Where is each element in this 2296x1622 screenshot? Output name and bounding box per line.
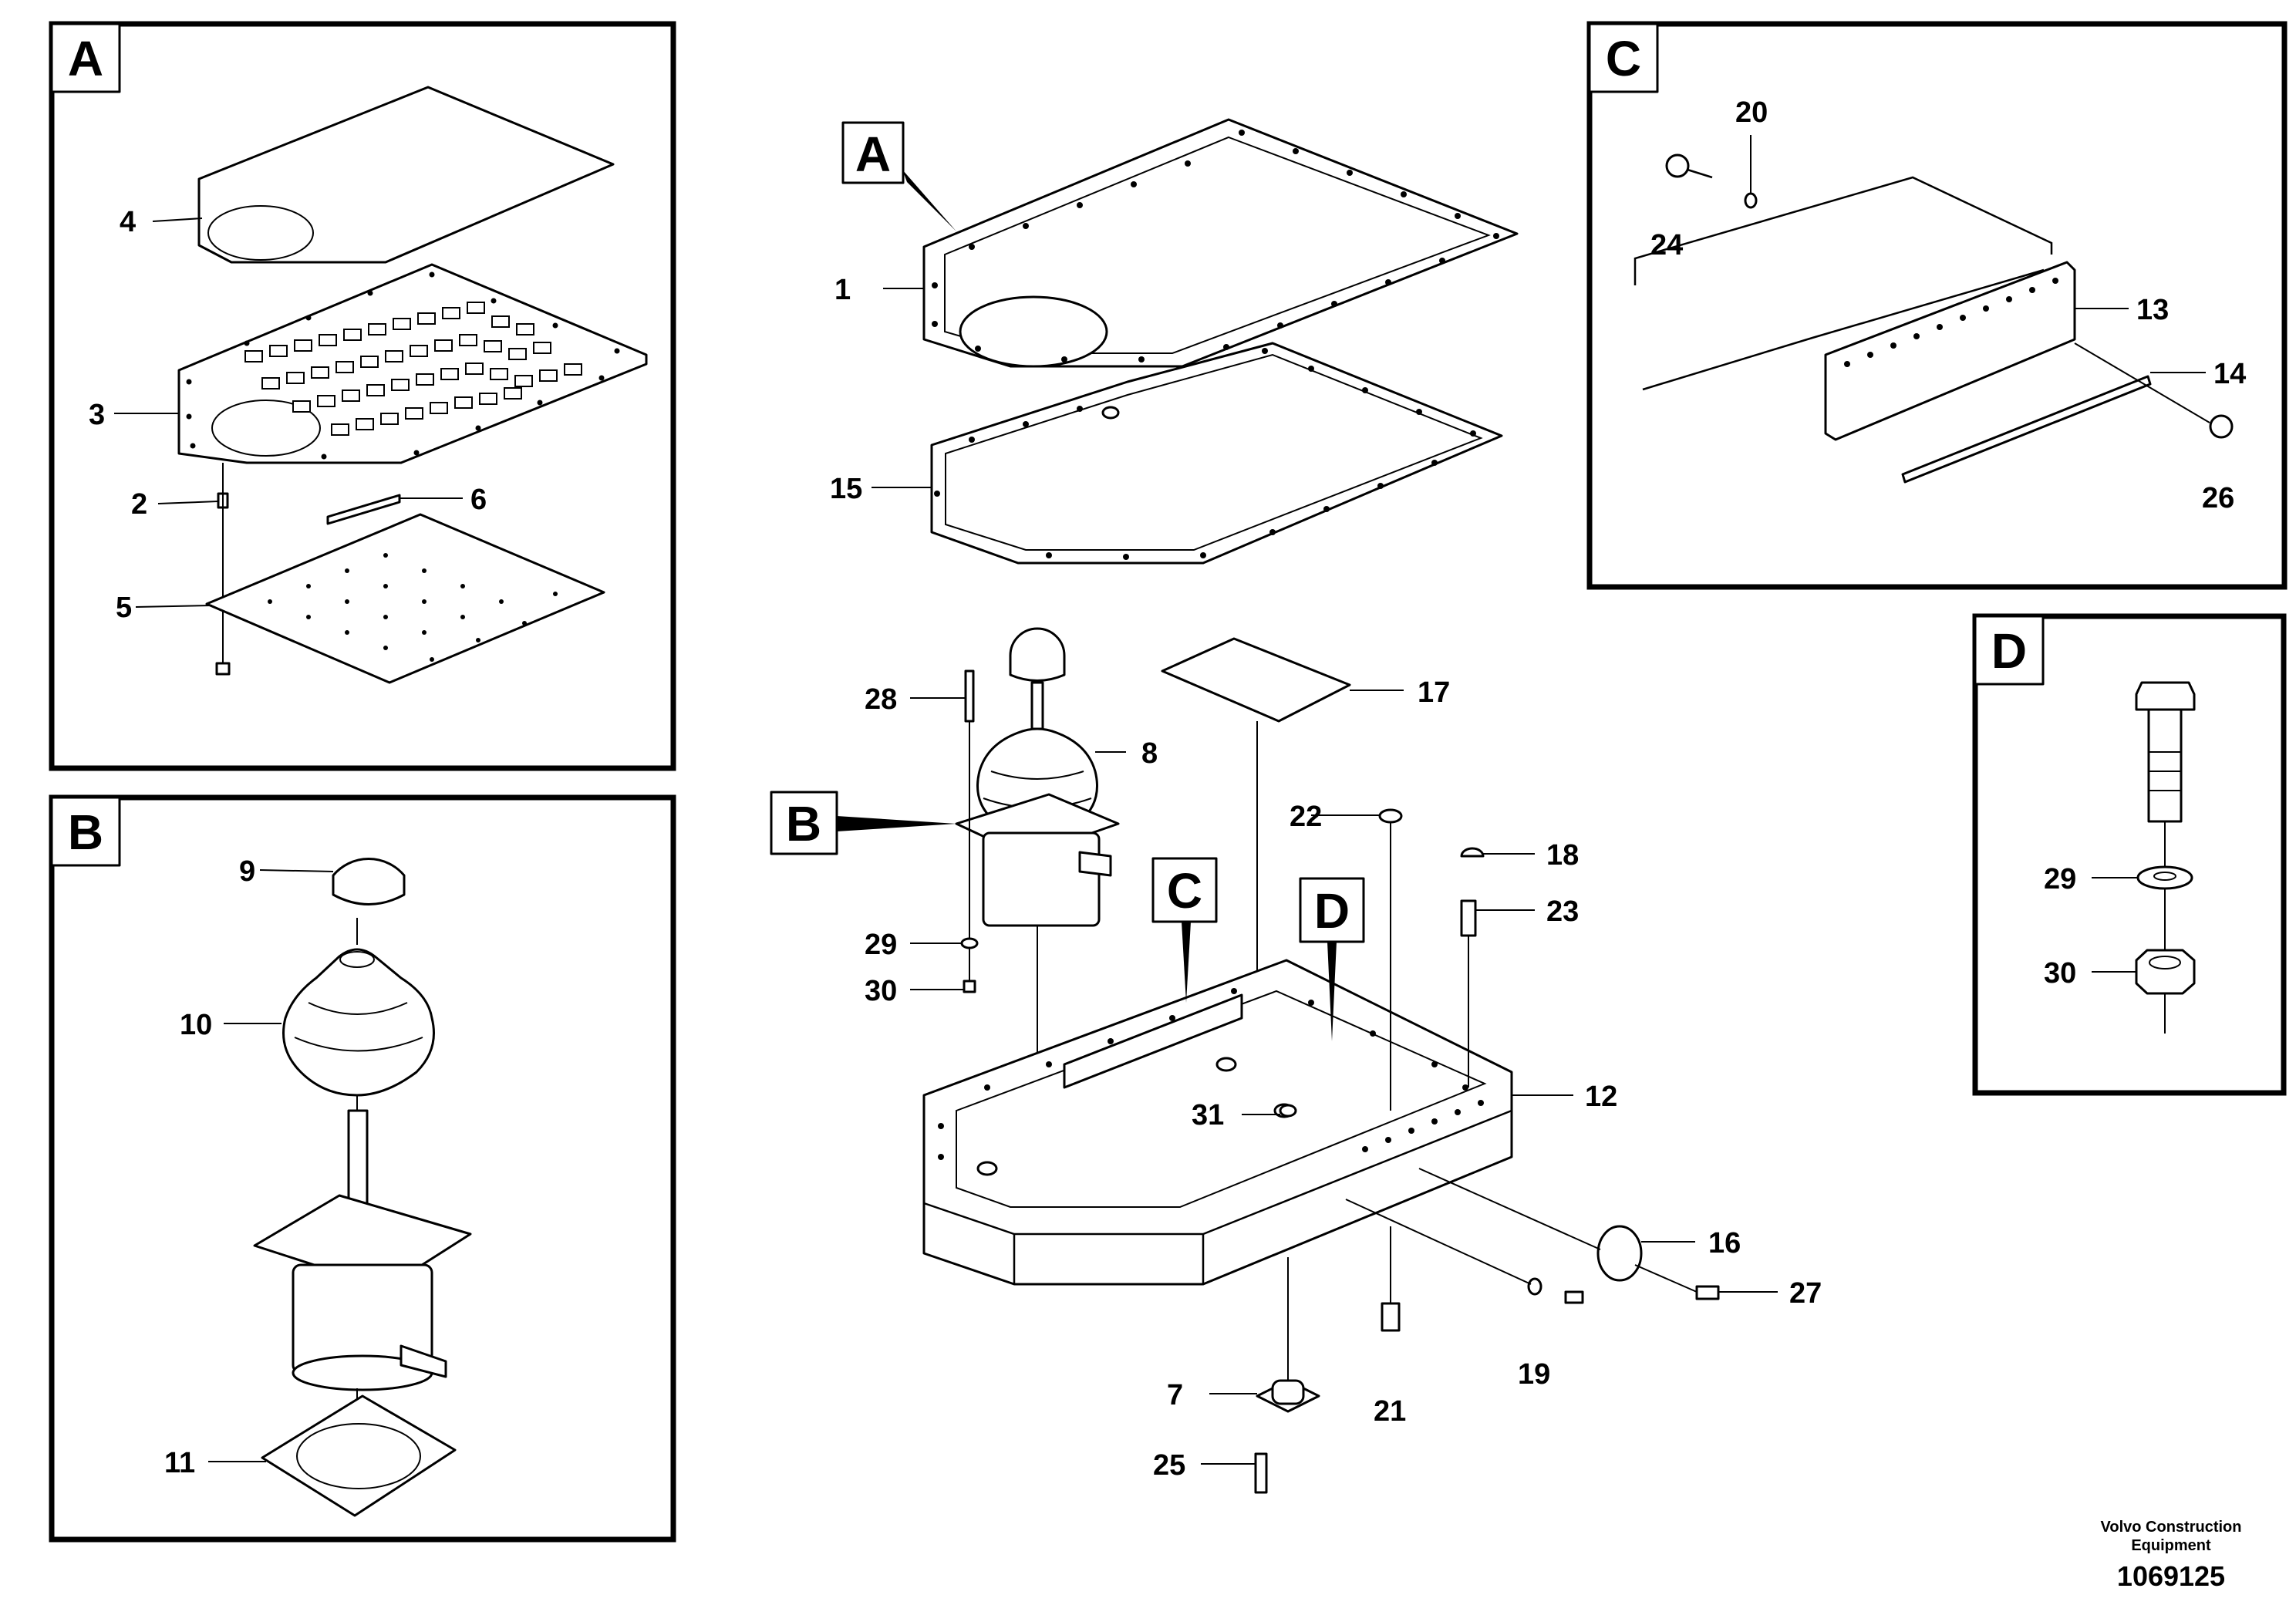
drawing-footer: Volvo Construction Equipment 1069125	[2101, 1519, 2242, 1592]
pointer-a-letter: A	[855, 126, 891, 182]
detail-a-letter: A	[68, 31, 103, 86]
detail-b-letter: B	[68, 804, 103, 860]
grommet-part-16	[1596, 1225, 1643, 1282]
callout-26: 26	[2202, 482, 2234, 514]
nut-part-30	[963, 980, 976, 993]
plate-holes	[1844, 278, 2058, 367]
callout-31: 31	[1192, 1099, 1224, 1131]
bracket-plate-part-13	[1824, 261, 2076, 441]
company-line-1: Volvo Construction	[2101, 1519, 2242, 1536]
detail-c-drawing	[1633, 153, 2234, 484]
board-dots	[268, 553, 558, 662]
strip-part-14	[1901, 375, 2152, 484]
callout-5: 5	[116, 592, 132, 624]
callout-8: 8	[1141, 737, 1158, 770]
centre-assembly	[922, 118, 1720, 1494]
callout-15: 15	[830, 473, 862, 505]
callout-11: 11	[164, 1447, 195, 1479]
callout-29-detail-d: 29	[2044, 863, 2076, 895]
washer-part-22	[1378, 808, 1403, 824]
company-line-2: Equipment	[2131, 1537, 2211, 1554]
rubber-boot-part-10	[282, 948, 435, 1097]
callout-30-detail-d: 30	[2044, 957, 2076, 990]
pointer-b-letter: B	[786, 796, 821, 851]
callout-7: 7	[1167, 1379, 1183, 1411]
pointer-c-letter: C	[1167, 863, 1202, 919]
callout-23: 23	[1546, 895, 1579, 928]
screw-part-24	[1665, 153, 1690, 178]
joystick-part-8	[955, 627, 1120, 1192]
callout-28: 28	[865, 683, 897, 716]
detail-frame-a: A	[49, 21, 676, 771]
detail-frame-c: C	[1586, 21, 2288, 590]
screw-part-26	[2209, 414, 2234, 439]
callout-30: 30	[865, 975, 897, 1007]
callout-10: 10	[180, 1009, 212, 1041]
callout-16: 16	[1708, 1227, 1741, 1259]
callout-21: 21	[1374, 1395, 1406, 1428]
drawing-number: 1069125	[2117, 1560, 2225, 1592]
panel-switch-cutouts	[244, 302, 582, 436]
bolt-part-28	[964, 669, 975, 723]
washer-part-29	[960, 937, 979, 949]
label-strip-part-6	[326, 494, 401, 525]
callout-13: 13	[2136, 294, 2169, 326]
circuit-board-part-5	[205, 513, 605, 684]
pointer-d-letter: D	[1314, 883, 1350, 939]
frame-holes-part-1	[932, 130, 1499, 363]
screw-part-25	[1254, 1452, 1268, 1494]
washer-part-20	[1744, 192, 1758, 209]
callout-18: 18	[1546, 839, 1579, 872]
knob-part-9	[332, 858, 406, 905]
bolt-shank	[2147, 708, 2183, 823]
callout-9: 9	[239, 855, 255, 888]
screw-part-27	[1695, 1285, 1720, 1300]
screw-part-23	[1460, 899, 1477, 937]
fitting-part-21	[1381, 1302, 1401, 1332]
callout-19: 19	[1518, 1358, 1550, 1391]
housing-part-12	[922, 959, 1513, 1286]
callout-12: 12	[1585, 1081, 1617, 1113]
detail-a-drawing	[177, 86, 648, 684]
housing-holes	[938, 988, 1484, 1160]
callout-1: 1	[834, 274, 851, 306]
fitting-part-31	[1279, 1104, 1297, 1118]
screw-part-19	[1564, 1290, 1584, 1304]
callout-17: 17	[1418, 676, 1450, 709]
panel-screw-holes	[186, 271, 620, 460]
detail-d-letter: D	[1991, 623, 2027, 679]
gasket-holes-part-15	[934, 348, 1476, 560]
callout-20: 20	[1735, 96, 1768, 129]
leader-lines	[114, 135, 2206, 1465]
bolt-head	[2135, 681, 2196, 711]
detail-c-letter: C	[1606, 31, 1641, 86]
washer-part-19	[1527, 1277, 1542, 1296]
label-part-17	[1161, 637, 1351, 723]
callout-29: 29	[865, 929, 897, 961]
callout-27: 27	[1789, 1277, 1822, 1310]
detail-d-drawing	[2135, 681, 2196, 1034]
cap-part-18	[1460, 847, 1485, 858]
callout-24: 24	[1650, 229, 1683, 261]
callout-2: 2	[131, 488, 147, 521]
view-pointers: A B C D	[770, 121, 1365, 1041]
detail-frame-b: B	[49, 794, 676, 1543]
detail-b-drawing	[253, 858, 472, 1517]
callout-3: 3	[89, 399, 105, 431]
detail-frame-d: D	[1972, 613, 2287, 1096]
pointer-b-box	[770, 791, 838, 855]
nut-detail-a	[215, 662, 231, 676]
callout-25: 25	[1153, 1449, 1185, 1482]
callout-labels: 4 3 2 6 5 9 10 11 1 15 28 8 17 29 30 31 …	[89, 96, 2246, 1482]
callout-6: 6	[470, 484, 487, 516]
joystick-cable-outlet	[400, 1344, 447, 1378]
callout-22: 22	[1290, 801, 1322, 833]
callout-4: 4	[120, 206, 136, 238]
callout-14: 14	[2213, 358, 2246, 390]
